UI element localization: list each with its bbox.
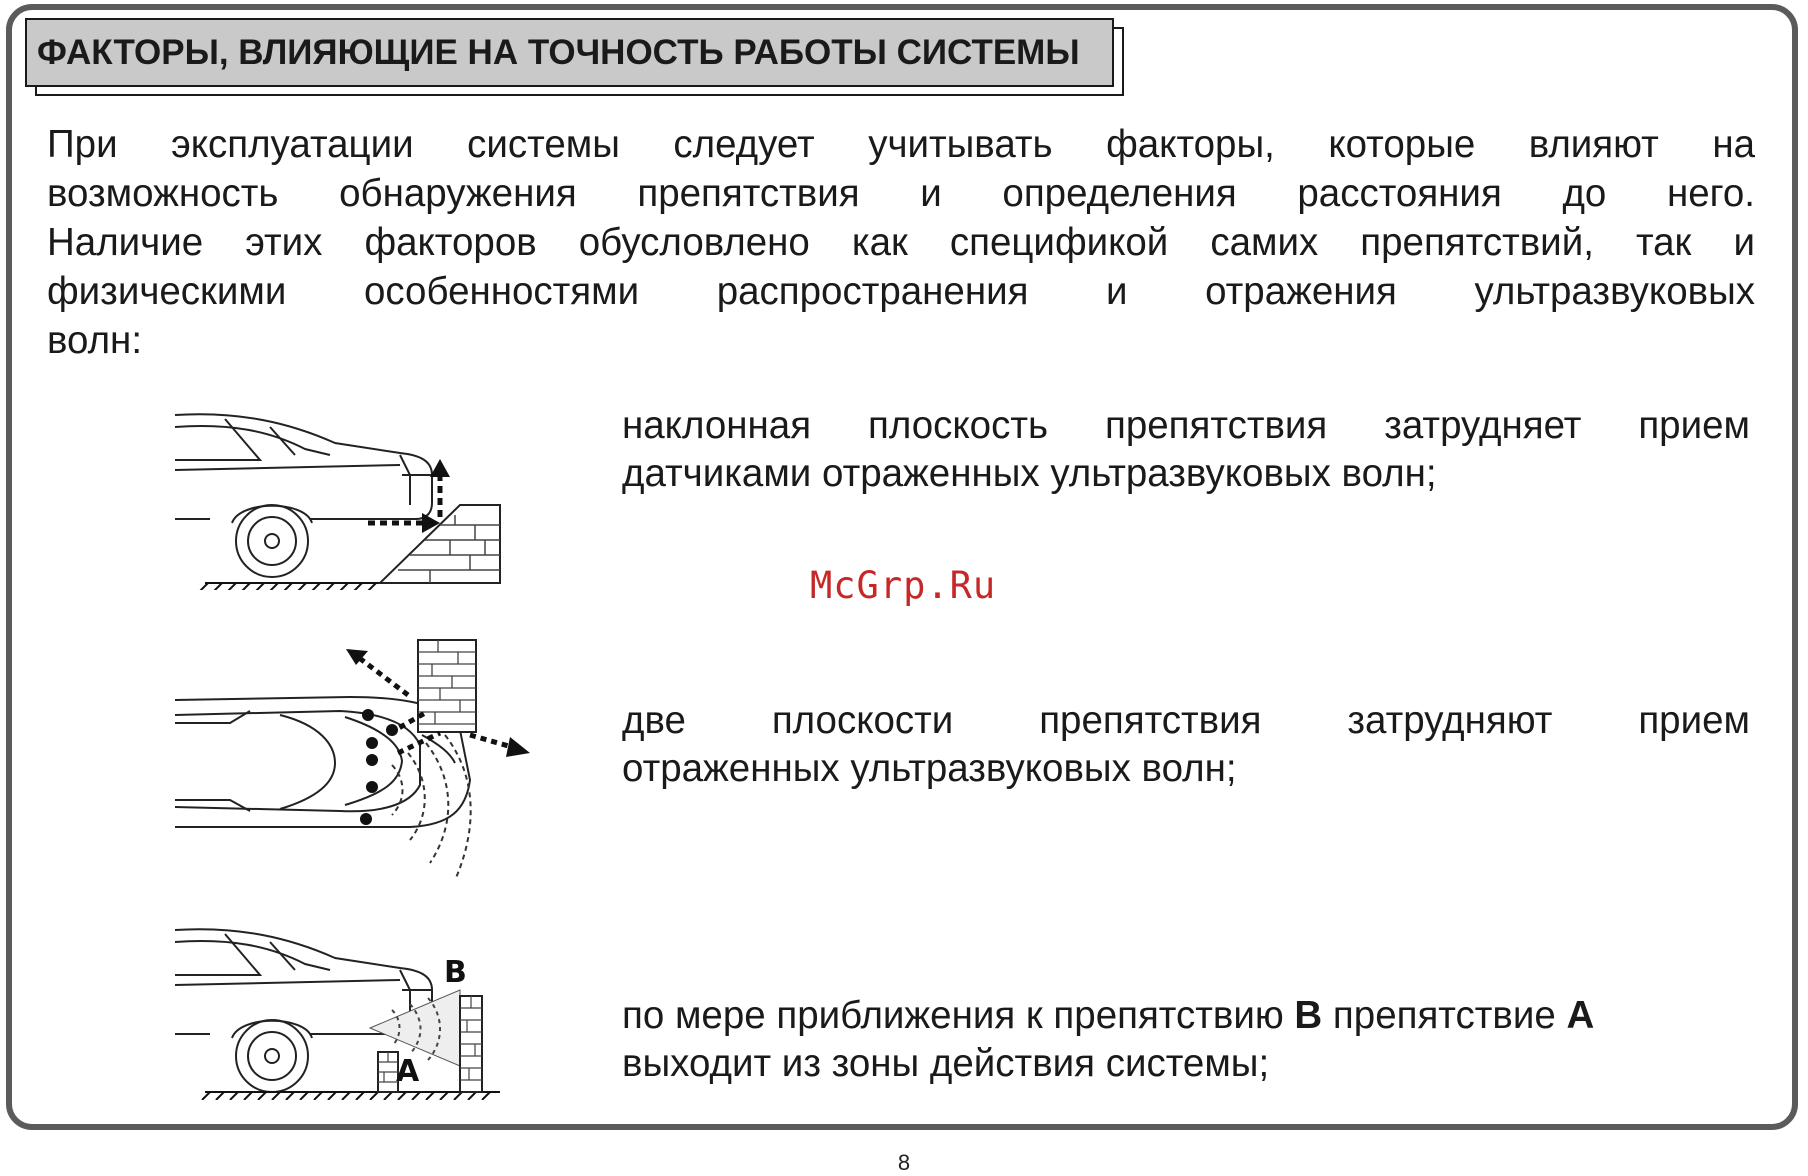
word: распространения [716,270,1029,313]
factor-item-obstacles-a-b: по мере приближения к препятствию В преп… [622,992,1750,1088]
word: и [920,172,942,215]
word: волн: [47,319,143,362]
word: до [1562,172,1607,215]
item-line: наклонная плоскость препятствия затрудняет п… [622,402,1750,450]
intro-line: волн: [47,316,1755,365]
word: препятствия [637,172,860,215]
word: препятствия [1039,699,1262,742]
obstacle-a-label: A [396,1054,420,1089]
word: которые [1328,123,1476,166]
word: препятствия [1105,404,1328,447]
figure-two-plane-obstacle [174,639,530,880]
watermark: McGrp.Ru [810,564,997,607]
word: затрудняют [1347,699,1553,742]
word: особенностями [363,270,640,313]
word: прием [1638,404,1750,447]
word: влияют [1528,123,1659,166]
intro-paragraph: При эксплуатации системы следует учитывать фа… [47,120,1755,365]
word: этих [245,221,323,264]
obstacle-a-ref: А [1566,994,1595,1037]
page-frame [6,4,1798,1130]
word: обусловлено [578,221,810,264]
obstacle-b-label: B [444,955,467,990]
item-text: препятствие [1322,994,1567,1037]
intro-line: физическими особенностями распространения и… [47,267,1755,316]
word: системы [467,123,620,166]
word: и [1733,221,1755,264]
figure-obstacles-a-b: B A [174,928,500,1100]
item-line: датчиками отраженных ультразвуковых волн… [622,452,1437,495]
intro-line: Наличие этих факторов обусловлено как специфи… [47,218,1755,267]
word: эксплуатации [171,123,414,166]
obstacle-b-ref: В [1294,994,1323,1037]
word: обнаружения [339,172,577,215]
item-line: выходит из зоны действия системы; [622,1042,1270,1085]
factor-item-two-planes: две плоскости препятствия затрудняют прием о… [622,697,1750,793]
word: на [1712,123,1755,166]
intro-line: При эксплуатации системы следует учитывать фа… [47,120,1755,169]
word: прием [1638,699,1750,742]
word: При [47,123,118,166]
word: факторов [364,221,537,264]
word: самих [1210,221,1319,264]
page-number: 8 [897,1150,911,1175]
word: наклонная [622,404,812,447]
intro-line: возможность обнаружения препятствия и опреде… [47,169,1755,218]
word: учитывать [868,123,1053,166]
word: отражения [1205,270,1397,313]
word: определения [1002,172,1237,215]
word: физическими [47,270,287,313]
word: расстояния [1297,172,1502,215]
factor-item-sloped: наклонная плоскость препятствия затрудняет п… [622,402,1750,498]
word: следует [673,123,815,166]
word: него. [1666,172,1755,215]
item-text: по мере приближения к препятствию [622,994,1295,1037]
word: так [1635,221,1692,264]
item-line: по мере приближения к препятствию В преп… [622,992,1750,1040]
word: плоскость [868,404,1049,447]
word: возможность [47,172,279,215]
word: как [851,221,908,264]
item-line: отраженных ультразвуковых волн; [622,747,1237,790]
word: факторы, [1106,123,1275,166]
word: Наличие [47,221,204,264]
word: затрудняет [1384,404,1582,447]
section-heading: ФАКТОРЫ, ВЛИЯЮЩИЕ НА ТОЧНОСТЬ РАБОТЫ СИС… [25,18,1114,87]
word: препятствий, [1360,221,1594,264]
item-line: две плоскости препятствия затрудняют прием [622,697,1750,745]
word: ультразвуковых [1474,270,1755,313]
word: и [1106,270,1128,313]
word: две [622,699,686,742]
word: спецификой [949,221,1169,264]
figure-sloped-obstacle [174,413,501,590]
word: плоскости [771,699,954,742]
